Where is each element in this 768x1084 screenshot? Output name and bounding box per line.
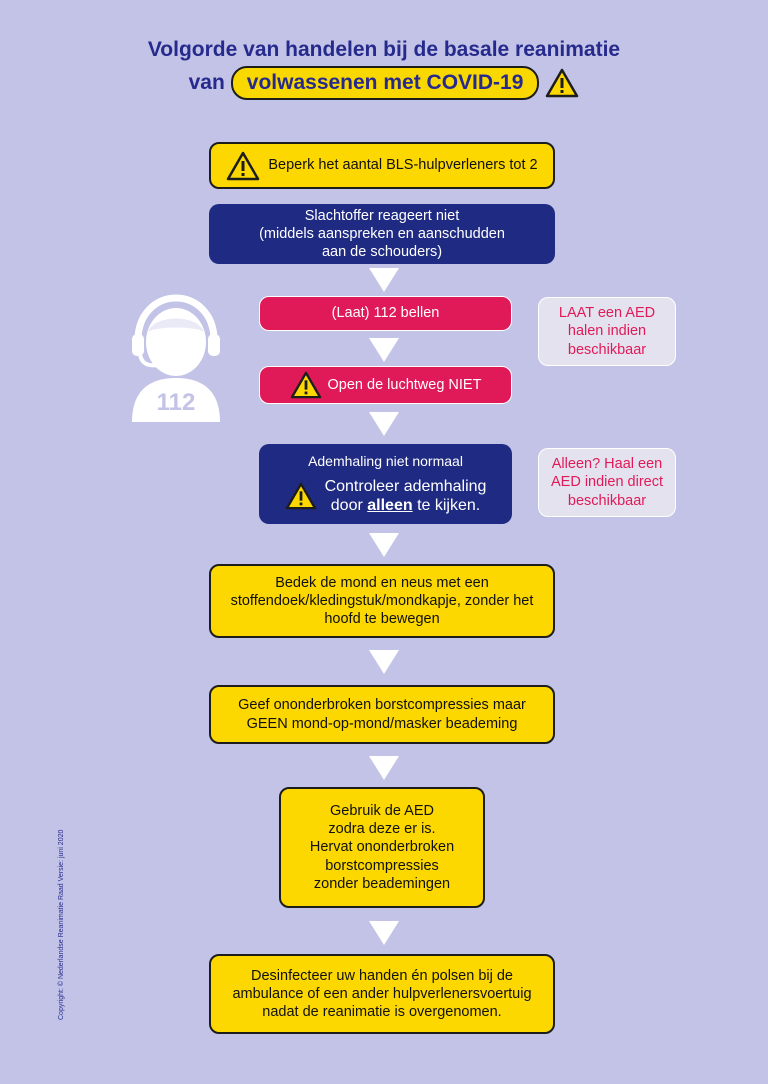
aed-fetch-line3: beschikbaar — [567, 341, 647, 358]
aed-line4: borstcompressies — [325, 857, 439, 874]
breathing-title: Ademhaling niet normaal — [308, 453, 463, 470]
step-cover-face: Bedek de mond en neus met een stoffendoe… — [209, 564, 555, 638]
step-compressions: Geef ononderbroken borstcompressies maar… — [209, 685, 555, 744]
call-112-text: (Laat) 112 bellen — [331, 305, 440, 322]
page-title-line1: Volgorde van handelen bij de basale rean… — [147, 38, 621, 61]
no-response-line2: (middels aanspreken en aanschudden — [259, 225, 505, 242]
aed-line3: Hervat ononderbroken — [309, 839, 455, 856]
step-breathing: Ademhaling niet normaal Controleer ademh… — [259, 444, 512, 524]
no-response-line3: aan de schouders) — [321, 244, 443, 261]
breathing-line2-pre: door — [330, 496, 363, 514]
flow-arrow — [369, 412, 399, 436]
breathing-line2: door alleen te kijken. — [325, 496, 487, 515]
alone-line2: AED indien direct — [550, 474, 664, 491]
step-use-aed: Gebruik de AED zodra deze er is. Hervat … — [279, 787, 485, 908]
aed-line5: zonder beademingen — [313, 875, 451, 892]
cover-line2: stoffendoek/kledingstuk/mondkapje, zonde… — [230, 592, 534, 609]
step-airway: Open de luchtweg NIET — [259, 366, 512, 404]
warning-triangle-icon — [290, 371, 321, 399]
breathing-line2-post: te kijken. — [417, 496, 481, 514]
breathing-check: Controleer ademhaling door alleen te kij… — [285, 477, 487, 515]
cover-line3: hoofd te bewegen — [324, 611, 440, 628]
side-note-alone: Alleen? Haal een AED indien direct besch… — [538, 448, 676, 517]
headset-operator-icon: 112 — [132, 294, 220, 422]
aed-fetch-line1: LAAT een AED — [558, 305, 656, 322]
breathing-line1: Controleer ademhaling — [324, 477, 487, 495]
aed-fetch-line2: halen indien — [567, 323, 647, 340]
step-no-response: Slachtoffer reageert niet (middels aansp… — [209, 204, 555, 264]
copyright-notice: Copyright: © Nederlandse Reanimatie Raad… — [58, 829, 65, 1020]
compress-line2: GEEN mond-op-mond/masker beademing — [246, 715, 518, 732]
page-title-line2: van volwassenen met COVID-19 — [0, 66, 768, 100]
title-prefix: van — [188, 71, 225, 94]
side-note-aed-fetch: LAAT een AED halen indien beschikbaar — [538, 297, 676, 366]
warning-triangle-icon — [227, 151, 260, 180]
airway-text: Open de luchtweg NIET — [327, 376, 482, 393]
aed-line2: zodra deze er is. — [328, 821, 436, 838]
flow-arrow — [369, 268, 399, 292]
flow-arrow — [369, 338, 399, 362]
breathing-line2-emphasis: alleen — [367, 496, 413, 514]
alone-line3: beschikbaar — [567, 492, 647, 509]
step-disinfect: Desinfecteer uw handen én polsen bij de … — [209, 954, 555, 1034]
flow-arrow — [369, 533, 399, 557]
disinfect-line2: ambulance of een ander hulpverlenersvoer… — [232, 985, 532, 1002]
step-limit-helpers: Beperk het aantal BLS-hulpverleners tot … — [209, 142, 555, 189]
step-limit-text: Beperk het aantal BLS-hulpverleners tot … — [268, 157, 538, 174]
cover-line1: Bedek de mond en neus met een — [275, 574, 489, 591]
disinfect-line3: nadat de reanimatie is overgenomen. — [262, 1004, 502, 1021]
title-highlight: volwassenen met COVID-19 — [230, 66, 540, 100]
flow-arrow — [369, 650, 399, 674]
disinfect-line1: Desinfecteer uw handen én polsen bij de — [251, 967, 513, 984]
compress-line1: Geef ononderbroken borstcompressies maar — [238, 697, 526, 714]
step-call-112: (Laat) 112 bellen — [259, 296, 512, 331]
operator-112-label: 112 — [157, 389, 196, 416]
warning-triangle-icon — [546, 68, 579, 98]
no-response-line1: Slachtoffer reageert niet — [304, 207, 460, 224]
flow-arrow — [369, 921, 399, 945]
alone-line1: Alleen? Haal een — [551, 456, 663, 473]
flow-arrow — [369, 756, 399, 780]
aed-line1: Gebruik de AED — [330, 803, 434, 820]
warning-triangle-icon — [285, 482, 316, 510]
